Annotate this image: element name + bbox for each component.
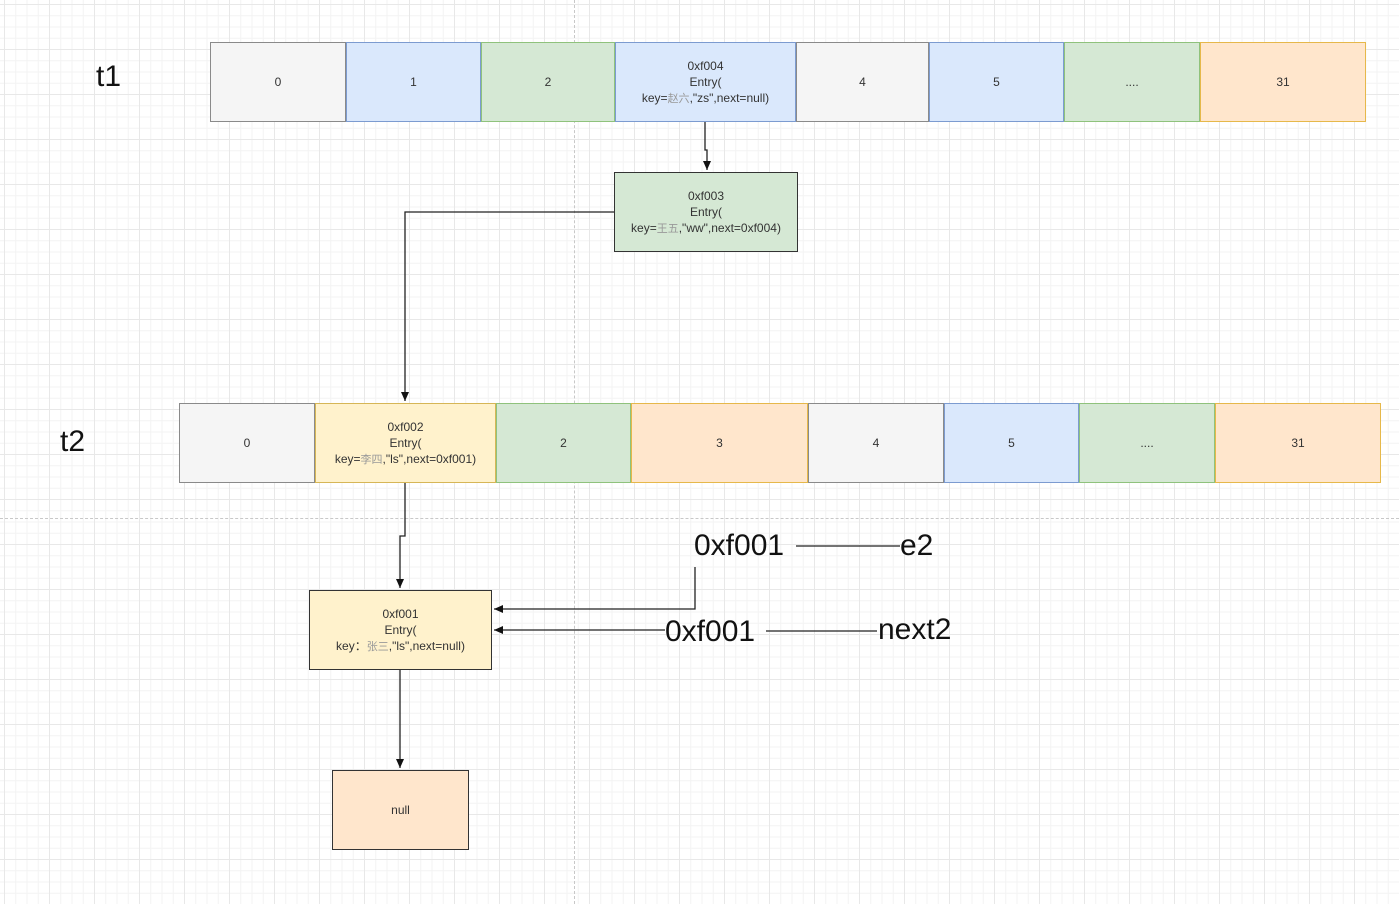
entry-label: Entry( (689, 74, 722, 89)
entry-node-0xf001[interactable]: 0xf001 Entry( key：张三,"ls",next=null) (309, 590, 492, 670)
t2-slot-5[interactable]: 5 (944, 403, 1079, 483)
t2-slot-31[interactable]: 31 (1215, 403, 1381, 483)
next2-variable-text: next2 (878, 613, 952, 646)
t1-slot-4[interactable]: 4 (796, 42, 929, 122)
next2-address-text: 0xf001 (665, 615, 756, 648)
entry-key: key=王五,"ww",next=0xf004) (631, 220, 781, 235)
entry-key: key：张三,"ls",next=null) (336, 638, 465, 653)
entry-label: Entry( (389, 435, 422, 450)
arrow-0xf003-to-t2-slot1 (401, 211, 614, 401)
table-label-t2: t2 (60, 425, 86, 458)
entry-label: Entry( (384, 622, 417, 637)
t1-slot-31[interactable]: 31 (1200, 42, 1366, 122)
arrow-t2-slot1-to-0xf001 (396, 483, 406, 588)
t1-slot-2[interactable]: 2 (481, 42, 615, 122)
t2-table-row: 0 0xf002 Entry( key=李四,"ls",next=0xf001)… (179, 403, 1381, 483)
t1-slot-0[interactable]: 0 (210, 42, 346, 122)
null-node[interactable]: null (332, 770, 469, 850)
t2-slot-3[interactable]: 3 (631, 403, 808, 483)
entry-address: 0xf003 (687, 188, 724, 203)
t2-slot-ellipsis[interactable]: .... (1079, 403, 1215, 483)
t1-slot-ellipsis[interactable]: .... (1064, 42, 1200, 122)
arrow-e2-to-0xf001 (494, 567, 696, 613)
t2-slot-2[interactable]: 2 (496, 403, 631, 483)
e2-address-text: 0xf001 (694, 529, 785, 562)
entry-address: 0xf001 (382, 606, 419, 621)
t1-slot-5[interactable]: 5 (929, 42, 1064, 122)
e2-variable-text: e2 (900, 529, 934, 562)
t2-slot-1-entry[interactable]: 0xf002 Entry( key=李四,"ls",next=0xf001) (315, 403, 496, 483)
entry-key: key=赵六,"zs",next=null) (641, 90, 770, 105)
arrow-t1-slot3-to-0xf003 (703, 122, 711, 170)
table-label-t1: t1 (96, 60, 122, 93)
entry-address: 0xf004 (687, 58, 724, 73)
t2-slot-4[interactable]: 4 (808, 403, 944, 483)
horizontal-guide-line (0, 518, 1399, 519)
entry-address: 0xf002 (387, 419, 424, 434)
t1-table-row: 0 1 2 0xf004 Entry( key=赵六,"zs",next=nul… (210, 42, 1366, 122)
entry-label: Entry( (689, 204, 722, 219)
entry-key: key=李四,"ls",next=0xf001) (334, 451, 477, 466)
entry-node-0xf003[interactable]: 0xf003 Entry( key=王五,"ww",next=0xf004) (614, 172, 798, 252)
t1-slot-3-entry[interactable]: 0xf004 Entry( key=赵六,"zs",next=null) (615, 42, 796, 122)
t2-slot-0[interactable]: 0 (179, 403, 315, 483)
t1-slot-1[interactable]: 1 (346, 42, 481, 122)
